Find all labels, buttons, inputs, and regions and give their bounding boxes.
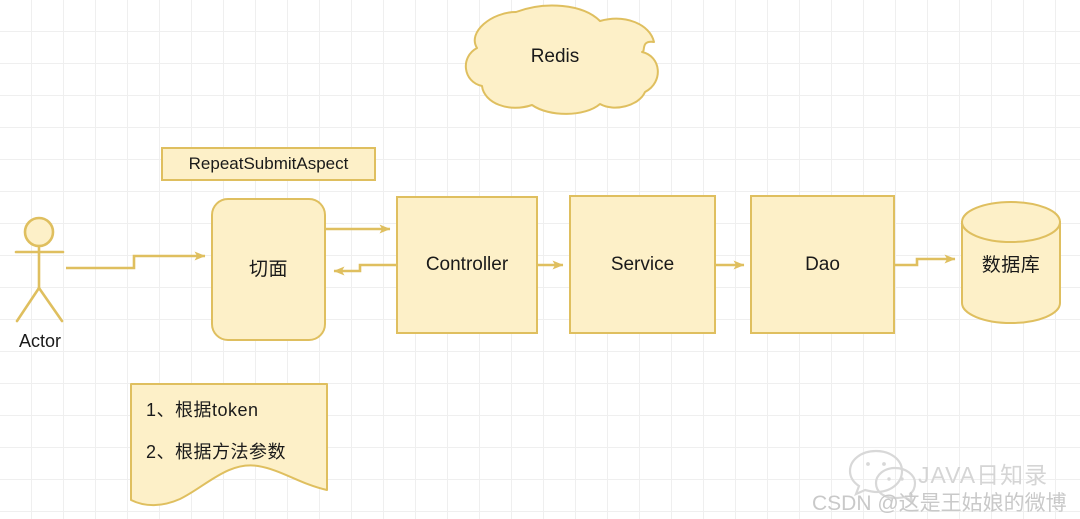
node-actor[interactable] bbox=[14, 216, 65, 323]
node-service[interactable] bbox=[569, 195, 716, 334]
note-line-2: 2、根据方法参数 bbox=[146, 442, 287, 462]
node-aspect-label[interactable] bbox=[161, 147, 376, 181]
edge-actor-to-aspect bbox=[66, 251, 206, 270]
note-line-1: 1、根据token bbox=[146, 400, 259, 420]
node-database[interactable] bbox=[961, 201, 1061, 324]
connectors bbox=[66, 224, 956, 276]
edge-dao-to-database bbox=[895, 254, 956, 267]
node-note[interactable] bbox=[130, 383, 328, 507]
node-dao[interactable] bbox=[750, 195, 895, 334]
edge-controller-to-aspect bbox=[333, 263, 396, 276]
node-controller[interactable] bbox=[396, 196, 538, 334]
node-redis[interactable] bbox=[465, 4, 659, 115]
node-aspect[interactable] bbox=[211, 198, 326, 341]
wechat-icon bbox=[848, 449, 917, 504]
